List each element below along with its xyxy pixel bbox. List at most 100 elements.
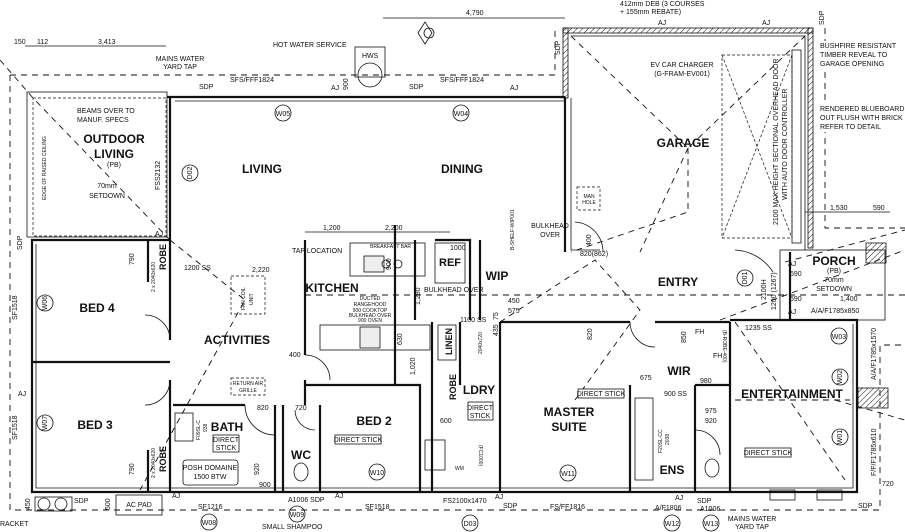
aj-1: AJ: [331, 85, 339, 92]
door-2100h: 2100H: [761, 279, 768, 300]
robe-label-bed3: ROBE: [158, 446, 168, 472]
dim-400: 400: [289, 352, 301, 359]
rangehood-1: DUCTED: [360, 296, 381, 302]
rangehood-3: 900 COOKTOP: [353, 308, 388, 314]
porch-setdown-2: SETDOWN: [816, 286, 852, 293]
window-af1806: A/F1806: [655, 505, 682, 512]
tag-w04: W04: [454, 111, 469, 118]
man-hole-2: HOLE: [582, 200, 596, 206]
window-sf1518-c: SF1518: [365, 504, 390, 511]
bulkhead-2: OVER: [540, 232, 560, 239]
rendered-1: RENDERED BLUEBOARD: [820, 106, 904, 113]
dim-920-bath: 920: [254, 463, 261, 475]
room-master-suite-2: SUITE: [551, 420, 586, 434]
dim-900ss: 900 SS: [664, 391, 687, 398]
window-sfs-2: SFS/FFF1824: [440, 77, 484, 84]
window-sf1216: SF1216: [198, 504, 223, 511]
robe-door-bed3: 2 x 2040x620: [151, 448, 157, 478]
window-tags: W05 W04 D02 W06 W07 W08 W09 W10 W11 W12 …: [36, 104, 849, 532]
rendered-2: OUT FLUSH WITH BRICK: [820, 115, 903, 122]
mains-water-top-2: YARD TAP: [163, 64, 197, 71]
room-outdoor-living-1: OUTDOOR: [83, 132, 145, 146]
aj-9: AJ: [495, 494, 503, 501]
window-sf1518-b: SF1518: [12, 415, 19, 440]
bushfire-2: TIMBER REVEAL TO: [820, 52, 888, 59]
window-aaf1785x1570: A/A/F1785x1570: [871, 328, 878, 380]
ev-charger-1: EV CAR CHARGER: [650, 62, 713, 69]
room-labels: OUTDOOR LIVING (PB) 70mm SETDOWN LIVING …: [77, 132, 855, 477]
tag-w13: W13: [704, 521, 719, 528]
north-arrow-icon: [417, 21, 435, 45]
sdp-5: SDP: [697, 498, 712, 505]
ens-direct-stick: DIRECT STICK: [744, 450, 793, 457]
rangehood-5: 900 OVEN: [358, 318, 382, 324]
bulkhead-1: BULKHEAD: [531, 223, 569, 230]
room-master-suite-1: MASTER: [544, 405, 595, 419]
window-fss2132: FSS2132: [155, 161, 162, 190]
tag-w02: W02: [837, 370, 844, 385]
dim-630: 630: [397, 333, 404, 345]
dim-900-hws: 900: [343, 78, 350, 90]
tag-w09: W09: [290, 512, 305, 519]
room-ldry: LDRY: [463, 383, 495, 397]
door-fs2100: FS2100x1470: [443, 498, 487, 505]
vanity-ens-2: 2038: [665, 434, 671, 445]
window-a1006: A1006: [700, 506, 720, 513]
room-living: LIVING: [242, 162, 282, 176]
dim-720-right: 720: [882, 481, 894, 488]
bushfire-3: GARAGE OPENING: [820, 61, 884, 68]
b-shelf-label: B-SHELF-WIP001: [510, 209, 516, 250]
sdp-9: SDP: [819, 10, 826, 25]
dim-820: 820: [257, 405, 269, 412]
room-dining: DINING: [441, 162, 483, 176]
dim-720: 720: [295, 405, 307, 412]
aj-11: AJ: [788, 261, 796, 268]
porch-setdown-1: 70mm: [824, 277, 844, 284]
aj-5: AJ: [155, 231, 163, 238]
linen-door: 2040x720: [478, 332, 484, 354]
porch-area: [719, 229, 905, 409]
window-sf1518-a: SF1518: [12, 295, 19, 320]
master-direct-stick: DIRECT STICK: [577, 391, 626, 398]
room-bed2: BED 2: [356, 414, 392, 428]
door-1200: 1200 (1267): [771, 272, 778, 310]
dim-820-entry: 820: [587, 328, 594, 340]
dim-435: 435: [493, 324, 500, 336]
dim-150: 150: [14, 39, 26, 46]
room-activities: ACTIVITIES: [204, 333, 270, 347]
porch-pb: (PB): [827, 268, 841, 275]
mains-water-bottom-1: MAINS WATER: [728, 516, 777, 523]
dim-1200: 1,200: [323, 225, 341, 232]
eave-line: [9, 28, 905, 511]
rendered-3: REFER TO DETAIL: [820, 124, 881, 131]
external-walls: [30, 95, 859, 494]
dimension-lines: 150 112 3,413 4,790 1,200 2,200 1,530 59…: [14, 10, 894, 510]
dim-600: 600: [440, 418, 452, 425]
room-bed3: BED 3: [77, 418, 113, 432]
room-bed4: BED 4: [79, 301, 115, 315]
dim-590-porch-1: 590: [790, 271, 802, 278]
dim-112: 112: [37, 39, 48, 46]
window-sfs-1: SFS/FFF1824: [230, 77, 274, 84]
dim-75: 75: [493, 312, 500, 320]
room-kitchen: KITCHEN: [305, 281, 358, 295]
room-wc: WC: [291, 448, 311, 462]
internal-walls: [32, 225, 790, 492]
window-a1006-sdp: A1006 SDP: [288, 497, 325, 504]
sdp-2: SDP: [409, 84, 424, 91]
b-robe-label: (B-ROBE-400): [721, 330, 727, 363]
dim-790-b: 790: [129, 463, 136, 475]
ceiling-lines: [139, 239, 905, 491]
ldry-direct-stick-1: DIRECT: [467, 405, 494, 412]
dim-450: 450: [508, 298, 520, 305]
bath-direct-stick-2: STICK: [216, 445, 237, 452]
outdoor-living-area: [0, 59, 171, 241]
dim-590-porch-2: 590: [790, 296, 802, 303]
tag-w03: W03: [832, 334, 847, 341]
vanity-bath-1: F09SL-C: [196, 420, 202, 440]
garage-door-note-2: WITH AUTO DOOR CONTROLLER: [782, 89, 789, 201]
dim-3413: 3,413: [98, 39, 116, 46]
hws-label: HWS: [362, 53, 379, 60]
tag-w01: W01: [837, 430, 844, 445]
